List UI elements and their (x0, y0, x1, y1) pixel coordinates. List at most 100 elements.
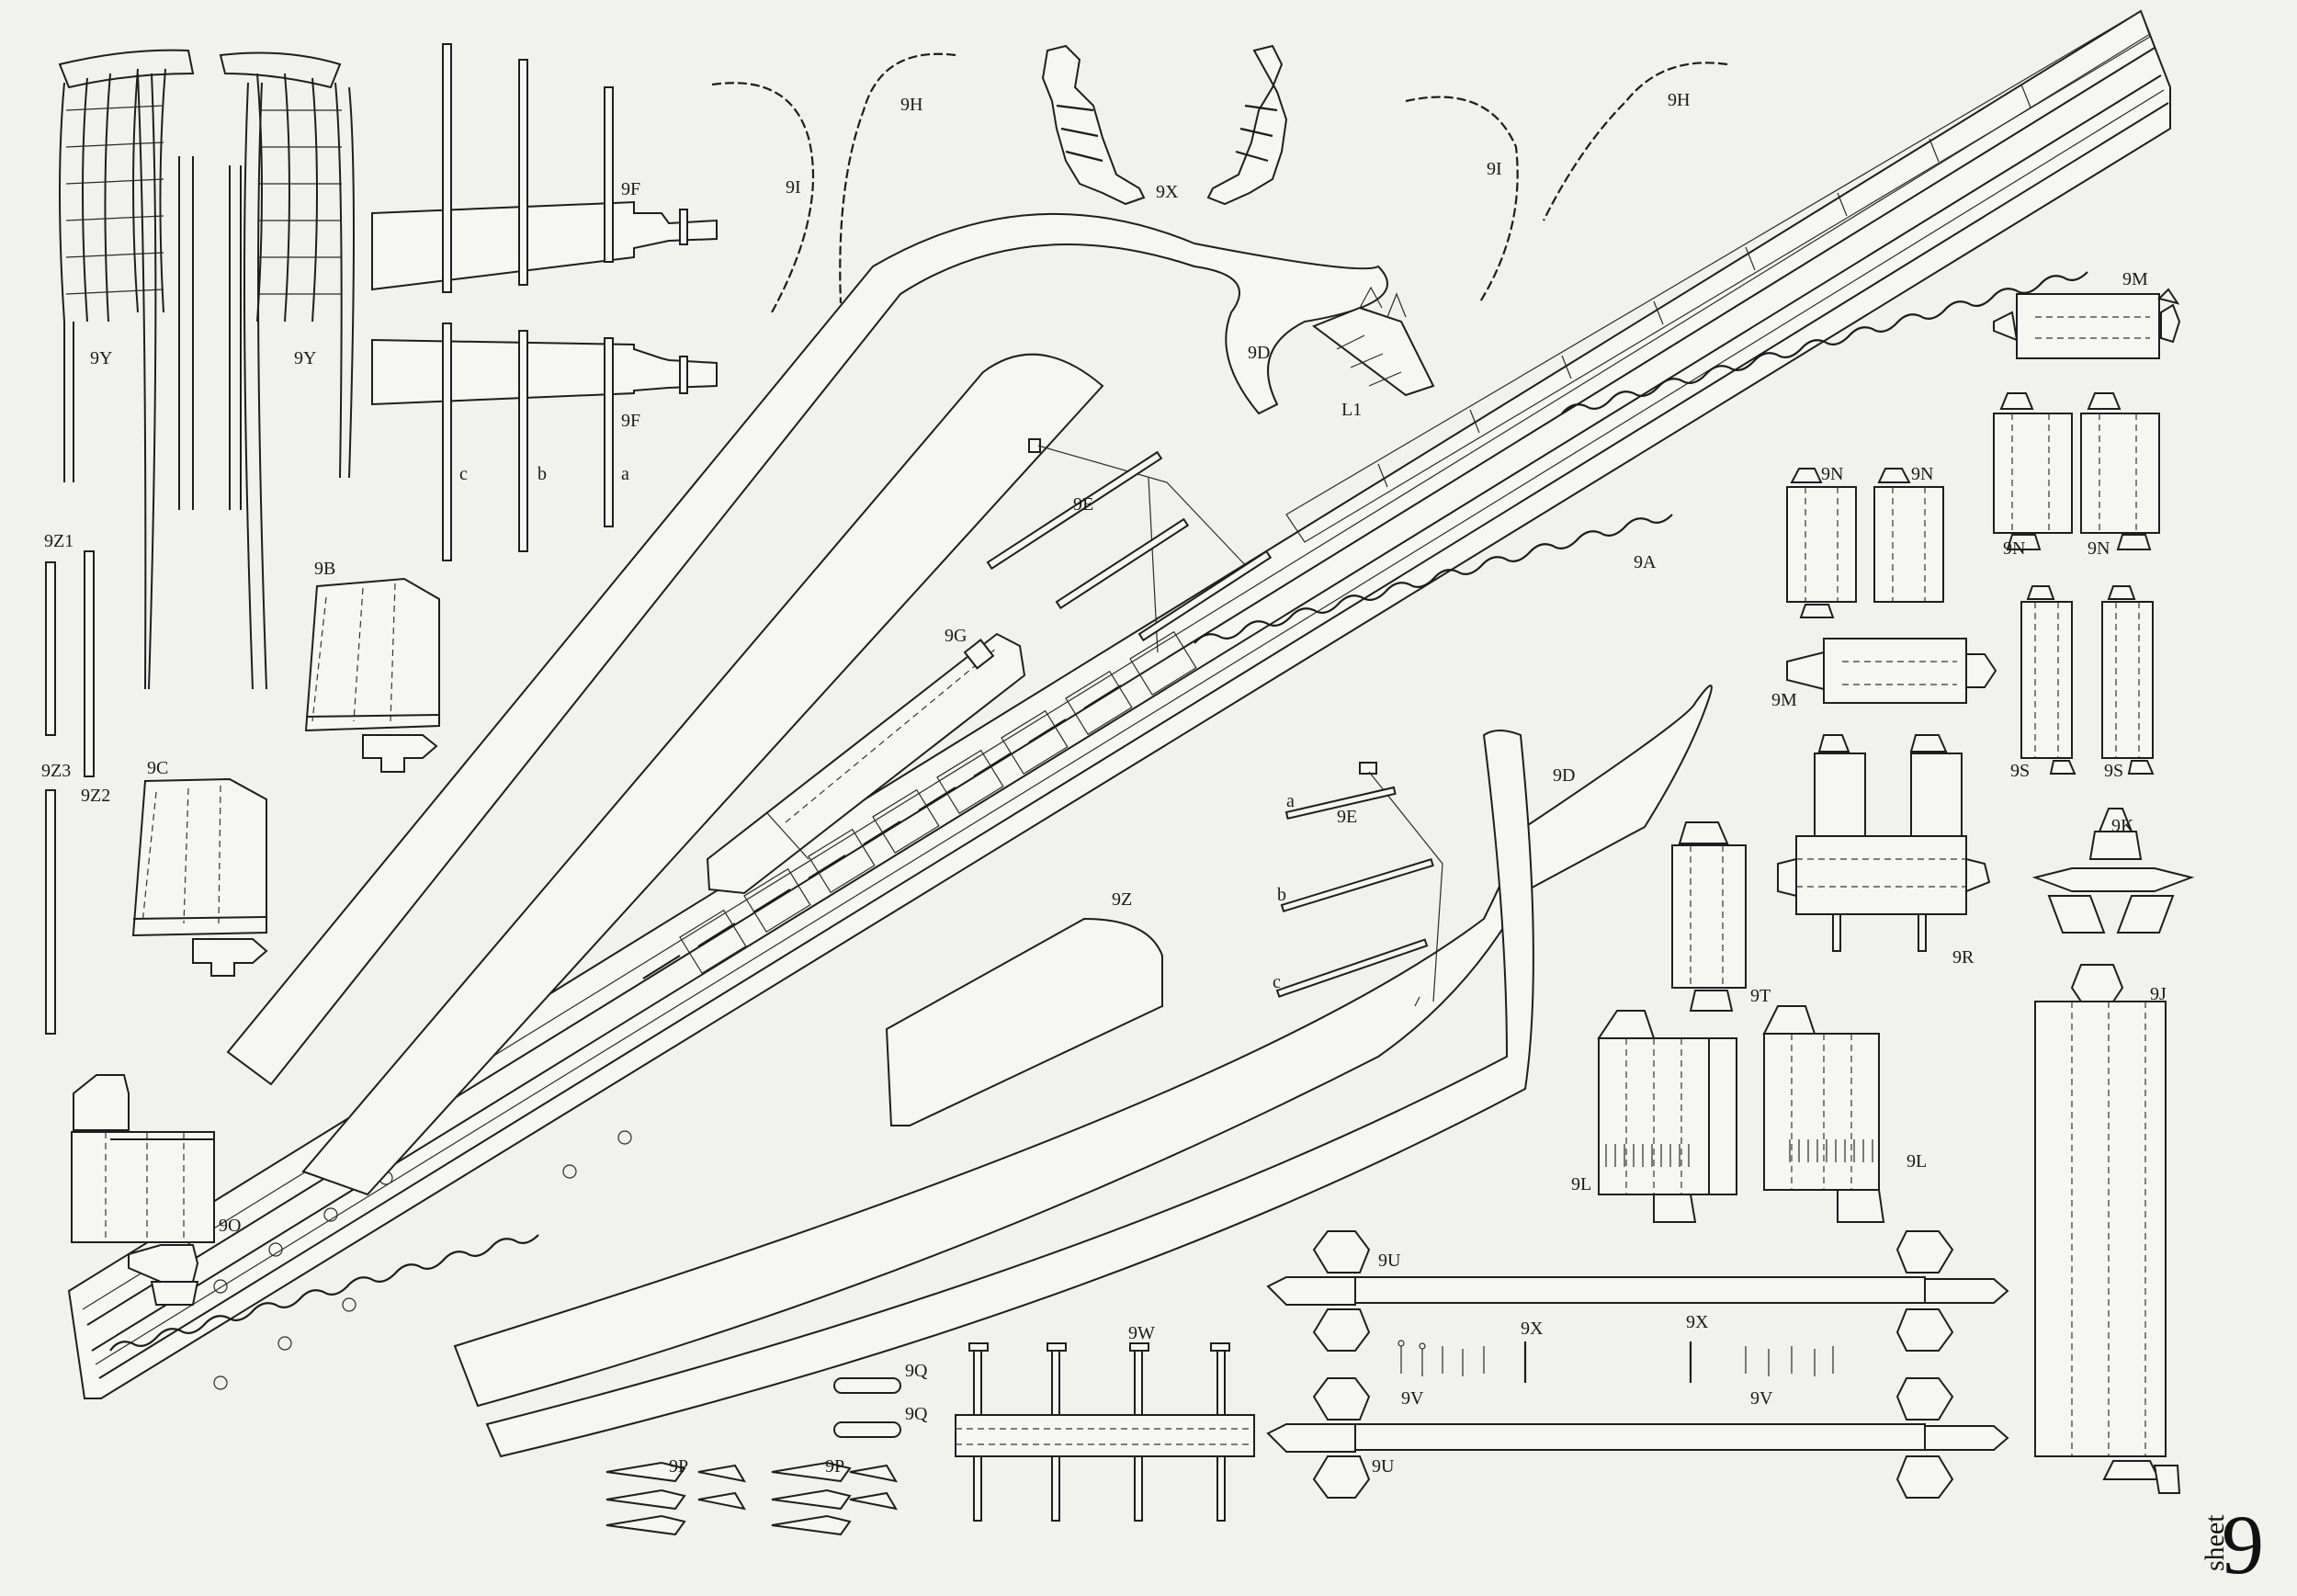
label-9Y: 9Y (90, 348, 112, 368)
label-9F: 9F (621, 411, 640, 431)
part-9M-top (1993, 288, 2181, 359)
label-9Z2: 9Z2 (81, 786, 110, 806)
label-9X: 9X (1521, 1319, 1544, 1339)
part-9N-b (1873, 468, 1944, 603)
label-9Q: 9Q (905, 1404, 928, 1424)
label-e-a: a (1286, 791, 1295, 811)
label-9X: 9X (1686, 1312, 1709, 1332)
chain-9I-right (1405, 96, 1519, 304)
label-9J: 9J (2150, 984, 2167, 1004)
head-rail-9Y-left (58, 49, 195, 690)
spar-9U-bottom (1266, 1377, 2009, 1499)
part-9B (304, 577, 440, 773)
label-L1: L1 (1341, 400, 1362, 420)
label-9I: 9I (1487, 159, 1502, 179)
part-9L-a (1597, 1010, 1737, 1223)
label-9H: 9H (900, 95, 922, 115)
label-9B: 9B (314, 559, 335, 579)
label-f-a: a (621, 464, 629, 484)
part-9N-c (1993, 392, 2073, 550)
part-9P (605, 1461, 898, 1536)
label-9M: 9M (2122, 269, 2148, 289)
label-9O: 9O (219, 1216, 241, 1236)
sheet-number: sheet 9 (2200, 1498, 2264, 1591)
part-9O (71, 1074, 215, 1306)
part-9N-d (2080, 392, 2160, 550)
label-9Z: 9Z (1112, 889, 1132, 910)
spar-9U-top (1266, 1230, 2009, 1352)
part-9E-bottom (1275, 762, 1443, 1007)
label-9N: 9N (2088, 538, 2110, 559)
label-9N: 9N (2003, 538, 2025, 559)
part-9Q (833, 1377, 901, 1438)
label-9S: 9S (2010, 761, 2030, 781)
figurehead-9X-right (1206, 44, 1288, 206)
part-9E-top (986, 438, 1273, 653)
bowsprit-beam-9A (67, 9, 2171, 1399)
label-9Y: 9Y (294, 348, 316, 368)
label-9L: 9L (1907, 1151, 1927, 1172)
part-9N-a (1786, 468, 1857, 618)
label-9V: 9V (1401, 1388, 1424, 1409)
label-9S: 9S (2104, 761, 2123, 781)
label-9F: 9F (621, 179, 640, 199)
head-rail-9Y-right (219, 51, 355, 690)
label-9X: 9X (1156, 182, 1179, 202)
part-9R (1777, 734, 1991, 952)
label-9E: 9E (1073, 494, 1093, 515)
part-labels: 9Y 9Y 9Z1 9Z2 9Z3 9B 9C 9O 9F 9F a b c 9… (41, 90, 2167, 1477)
part-9T (1671, 821, 1747, 1012)
label-9H: 9H (1668, 90, 1690, 110)
part-9F-top (371, 43, 718, 293)
label-9Z1: 9Z1 (44, 531, 74, 551)
label-9K: 9K (2111, 816, 2134, 836)
part-9S-a (2020, 585, 2076, 775)
label-9Z3: 9Z3 (41, 761, 71, 781)
label-9L: 9L (1571, 1174, 1591, 1194)
part-9G (706, 632, 1026, 895)
label-9E: 9E (1337, 807, 1357, 827)
part-9S-b (2101, 585, 2155, 775)
label-9D: 9D (1553, 765, 1575, 786)
label-9M: 9M (1771, 690, 1797, 710)
label-e-c: c (1273, 972, 1281, 992)
part-9Z (885, 917, 1163, 1126)
part-9L-b (1762, 1005, 1885, 1223)
pins-9V-left (1397, 1340, 1527, 1383)
part-9K (2031, 808, 2195, 934)
label-9N: 9N (1821, 464, 1843, 484)
label-9P: 9P (669, 1456, 688, 1477)
label-9U: 9U (1372, 1456, 1395, 1477)
sheet-number-value: 9 (2222, 1498, 2264, 1591)
label-9Q: 9Q (905, 1361, 928, 1381)
label-9U: 9U (1378, 1251, 1401, 1271)
label-9C: 9C (147, 758, 168, 778)
part-9M-bottom (1786, 638, 1997, 704)
label-9N: 9N (1911, 464, 1933, 484)
label-e-b: b (1277, 885, 1286, 905)
label-9P: 9P (825, 1456, 844, 1477)
sticks-9Z (45, 550, 95, 1035)
chain-9I-left (711, 82, 815, 313)
chain-9H-left (839, 52, 956, 304)
part-9W (955, 1342, 1255, 1522)
label-9R: 9R (1952, 947, 1975, 968)
sheet-word: sheet (2200, 1514, 2230, 1571)
label-9D: 9D (1248, 343, 1270, 363)
label-9W: 9W (1128, 1323, 1155, 1343)
label-9A: 9A (1634, 552, 1657, 572)
curved-board-9D-bottom (453, 685, 1713, 1458)
figurehead-9X-left (1041, 44, 1146, 206)
label-f-b: b (537, 464, 547, 484)
part-L1 (1311, 286, 1435, 397)
part-9F-bottom (371, 323, 718, 561)
curved-board-9D-top (226, 212, 1388, 1196)
label-9V: 9V (1750, 1388, 1773, 1409)
pins-9V-right (1689, 1341, 1834, 1383)
label-9I: 9I (786, 177, 801, 198)
chain-9H-right (1543, 62, 1728, 221)
label-9T: 9T (1750, 986, 1771, 1006)
part-9J (2034, 964, 2181, 1494)
